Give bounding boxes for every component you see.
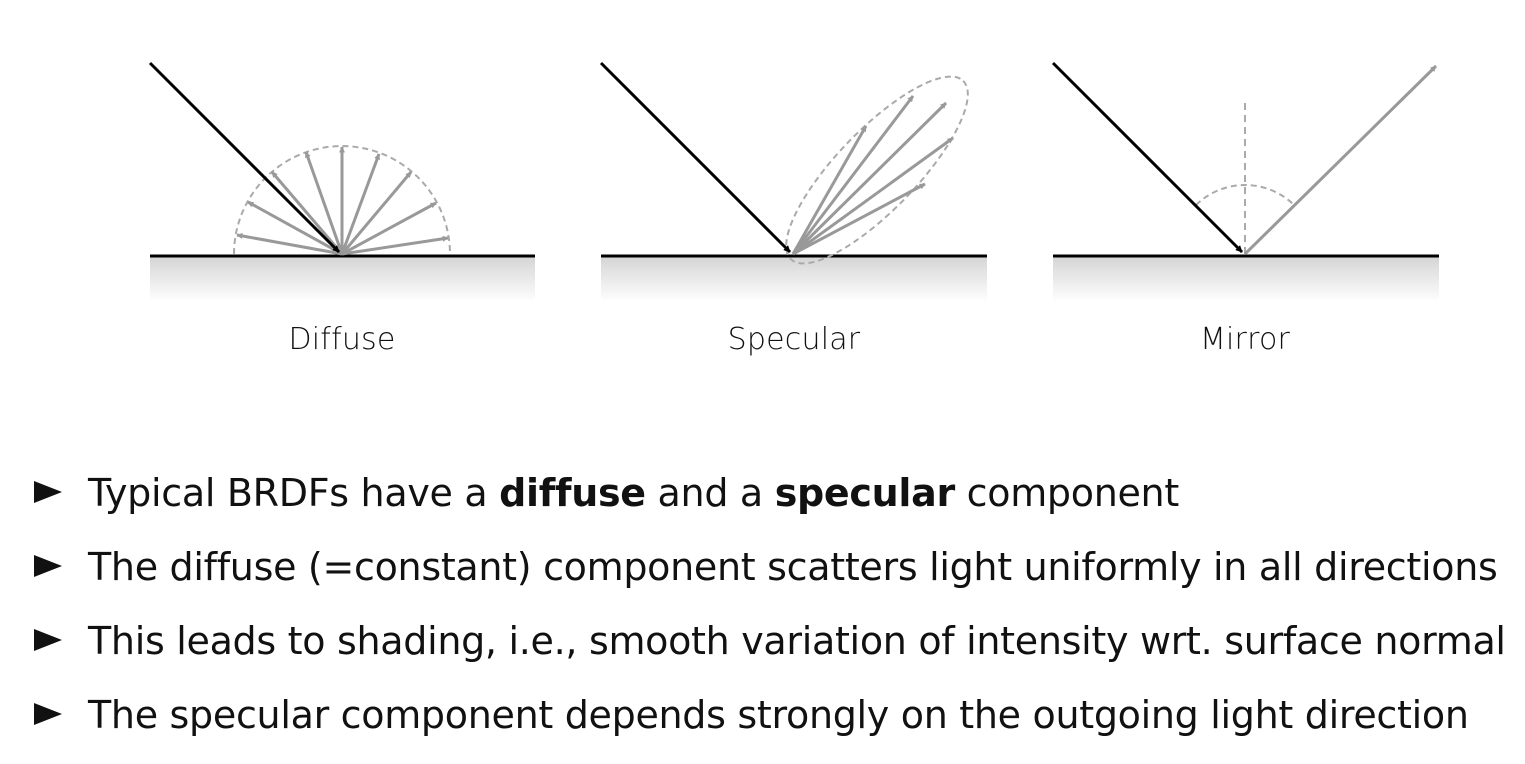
mirror-angle-arc bbox=[1195, 183, 1295, 206]
specular-surface-shading bbox=[601, 256, 987, 302]
specular-ray-2 bbox=[791, 95, 915, 255]
bullet-text-part: and a bbox=[645, 471, 775, 515]
bullet-triangle-icon bbox=[34, 703, 62, 725]
diffuse-label: Diffuse bbox=[288, 322, 396, 357]
mirror-incident-ray bbox=[1051, 61, 1244, 254]
diffuse-ray-9 bbox=[341, 235, 449, 256]
bullet-emphasis-diffuse: diffuse bbox=[499, 471, 646, 515]
diffuse-ray-4 bbox=[304, 151, 344, 255]
specular-incident-ray bbox=[599, 61, 792, 254]
brdf-diagram bbox=[148, 61, 1439, 302]
bullet-triangle-icon bbox=[34, 555, 62, 577]
diffuse-ray-6 bbox=[340, 153, 381, 255]
specular-lobe-outline bbox=[785, 75, 969, 265]
diffuse-surface-shading bbox=[150, 256, 535, 302]
bullet-text: Typical BRDFs have a diffuse and a specu… bbox=[88, 463, 1179, 523]
diffuse-incident-ray bbox=[148, 61, 341, 254]
bullet-text: This leads to shading, i.e., smooth vari… bbox=[88, 619, 1506, 663]
bullet-text-part: Typical BRDFs have a bbox=[88, 471, 500, 515]
bullet-text: The specular component depends strongly … bbox=[88, 693, 1469, 737]
specular-panel bbox=[599, 61, 987, 302]
diffuse-lobe-outline bbox=[233, 145, 451, 255]
diffuse-ray-7 bbox=[340, 171, 413, 255]
bullet-text-part: component bbox=[954, 471, 1180, 515]
diffuse-reflected-rays bbox=[236, 146, 449, 256]
mirror-reflected-ray bbox=[1243, 64, 1438, 256]
mirror-panel bbox=[1051, 61, 1439, 302]
mirror-surface-shading bbox=[1053, 256, 1439, 302]
diffuse-ray-8 bbox=[341, 201, 437, 256]
bullet-text: The diffuse (=constant) component scatte… bbox=[88, 545, 1498, 589]
diffuse-ray-1 bbox=[236, 233, 343, 256]
bullet-triangle-icon bbox=[34, 481, 62, 503]
specular-ray-1 bbox=[791, 125, 868, 255]
diffuse-panel bbox=[148, 61, 535, 302]
mirror-label: Mirror bbox=[1199, 322, 1291, 357]
specular-ray-3 bbox=[791, 101, 948, 256]
specular-ray-5 bbox=[792, 182, 926, 256]
specular-ray-4 bbox=[792, 136, 954, 256]
bullet-emphasis-specular: specular bbox=[774, 471, 955, 515]
diffuse-ray-2 bbox=[247, 200, 343, 256]
bullet-triangle-icon bbox=[34, 629, 62, 651]
diffuse-ray-3 bbox=[270, 171, 344, 255]
specular-label: Specular bbox=[727, 322, 861, 357]
specular-reflected-rays bbox=[791, 95, 954, 256]
